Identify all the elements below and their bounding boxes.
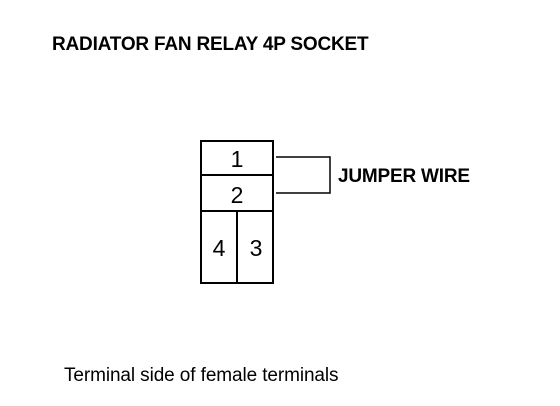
terminal-side-caption: Terminal side of female terminals — [64, 365, 339, 386]
jumper-wire-label: JUMPER WIRE — [338, 166, 470, 187]
jumper-wire — [276, 156, 331, 194]
terminal-2: 2 — [231, 182, 244, 208]
terminal-1: 1 — [231, 146, 244, 172]
diagram-title: RADIATOR FAN RELAY 4P SOCKET — [52, 34, 369, 55]
terminal-4: 4 — [213, 235, 226, 261]
terminal-3: 3 — [250, 235, 263, 261]
